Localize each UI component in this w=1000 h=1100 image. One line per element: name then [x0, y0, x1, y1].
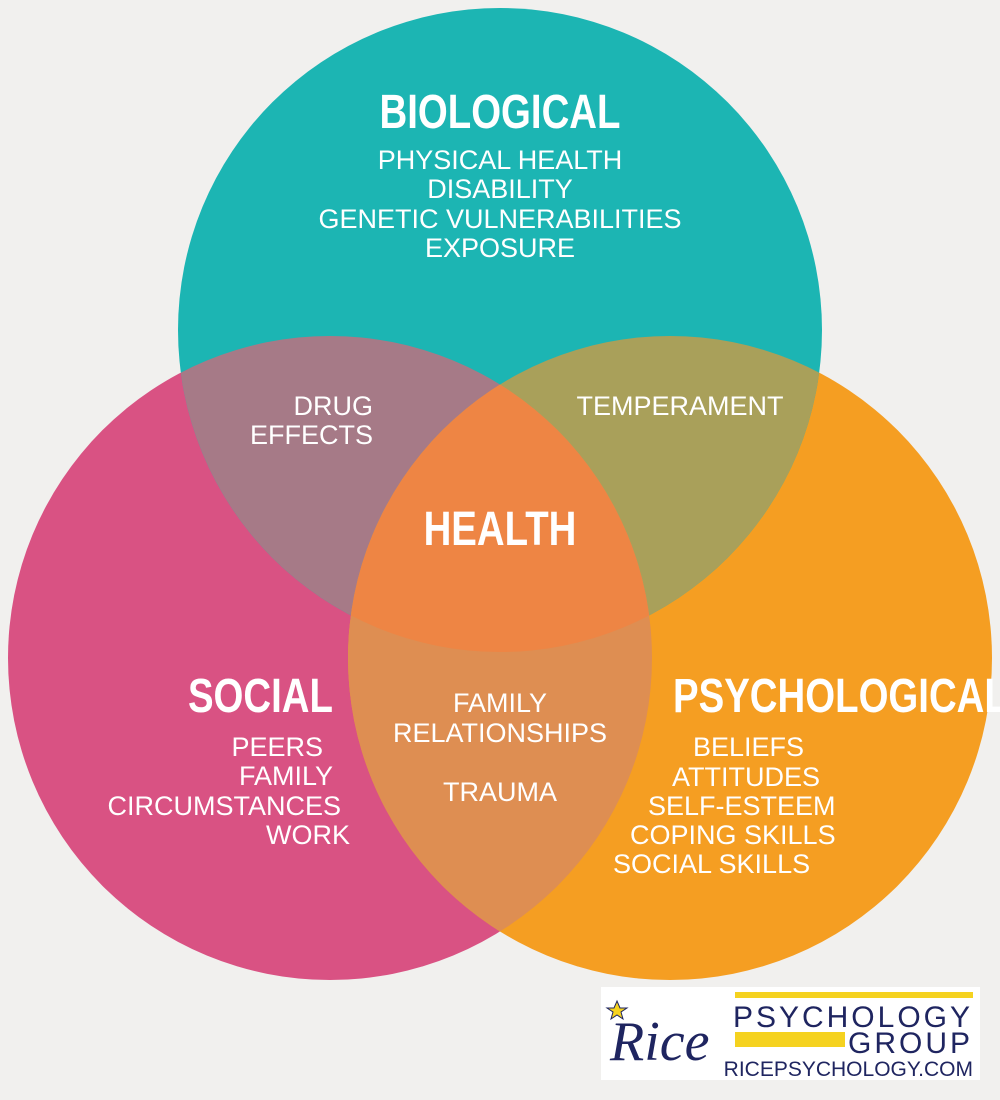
psychological-item: SOCIAL SKILLS — [613, 849, 810, 879]
center-overlap — [348, 336, 652, 652]
social-psych-item: FAMILY — [453, 688, 547, 718]
social-item: CIRCUMSTANCES — [107, 791, 341, 821]
psychological-item: ATTITUDES — [672, 762, 820, 792]
logo-line2: GROUP — [848, 1027, 973, 1060]
rice-psychology-logo: Rice PSYCHOLOGY GROUP RICEPSYCHOLOGY.COM — [601, 987, 980, 1081]
bio-social-item: DRUG — [294, 391, 374, 421]
logo-line1: PSYCHOLOGY — [733, 1001, 973, 1034]
bio-psych-item: TEMPERAMENT — [576, 391, 783, 421]
biological-item: GENETIC VULNERABILITIES — [318, 204, 681, 234]
psychological-item: BELIEFS — [693, 732, 804, 762]
social-item: PEERS — [231, 732, 323, 762]
social-psych-item: RELATIONSHIPS — [393, 718, 607, 748]
center-title: HEALTH — [424, 503, 577, 556]
biological-title: BIOLOGICAL — [380, 86, 621, 139]
biological-item: EXPOSURE — [425, 233, 575, 263]
social-item: FAMILY — [239, 761, 333, 791]
logo-url: RICEPSYCHOLOGY.COM — [724, 1058, 973, 1081]
psychological-title: PSYCHOLOGICAL — [673, 670, 1000, 723]
psychological-item: SELF-ESTEEM — [648, 791, 836, 821]
biological-item: PHYSICAL HEALTH — [378, 145, 623, 175]
bio-social-item: EFFECTS — [250, 420, 373, 450]
social-psych-item: TRAUMA — [443, 777, 557, 807]
social-item: WORK — [266, 820, 350, 850]
logo-script: Rice — [609, 1011, 709, 1073]
star-icon — [605, 999, 629, 1021]
psychological-item: COPING SKILLS — [630, 820, 836, 850]
biological-item: DISABILITY — [427, 174, 573, 204]
social-title: SOCIAL — [188, 670, 333, 723]
